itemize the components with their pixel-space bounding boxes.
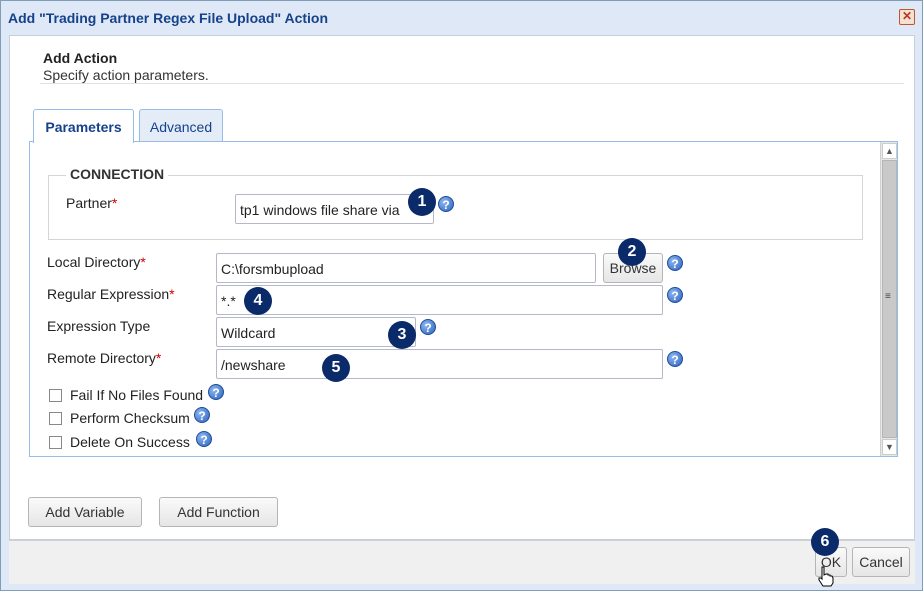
required-marker: * — [155, 350, 162, 366]
grip-icon: ≡ — [885, 291, 891, 302]
required-marker: * — [111, 195, 118, 211]
header-title: Add Action — [43, 50, 118, 66]
help-icon[interactable]: ? — [208, 384, 224, 400]
hand-cursor-icon — [817, 566, 835, 591]
cancel-button[interactable]: Cancel — [852, 547, 910, 577]
local-directory-label: Local Directory* — [47, 254, 146, 270]
tab-parameters[interactable]: Parameters — [33, 109, 134, 143]
fail-if-no-files-checkbox[interactable] — [49, 389, 62, 402]
header-subtitle: Specify action parameters. — [43, 67, 209, 83]
fail-if-no-files-label: Fail If No Files Found — [70, 387, 204, 403]
expression-type-select[interactable]: Wildcard — [216, 317, 416, 347]
required-marker: * — [169, 286, 175, 302]
connection-fieldset — [48, 175, 863, 240]
dialog-content: Add Action Specify action parameters. Pa… — [9, 35, 915, 540]
add-variable-button[interactable]: Add Variable — [28, 497, 142, 527]
callout-badge-1: 1 — [408, 188, 436, 216]
scroll-down-icon[interactable]: ▼ — [882, 439, 897, 455]
help-icon[interactable]: ? — [667, 287, 683, 303]
help-icon[interactable]: ? — [667, 351, 683, 367]
parameters-panel: CONNECTION Partner* tp1 windows file sha… — [29, 141, 898, 457]
partner-label: Partner* — [66, 195, 118, 211]
scroll-up-icon[interactable]: ▲ — [882, 143, 897, 159]
remote-directory-field[interactable]: /newshare — [216, 349, 663, 379]
callout-badge-4: 4 — [244, 287, 272, 315]
add-function-button[interactable]: Add Function — [159, 497, 278, 527]
dialog-titlebar: Add "Trading Partner Regex File Upload" … — [1, 1, 922, 35]
local-directory-field[interactable]: C:\forsmbupload — [216, 253, 596, 283]
perform-checksum-checkbox[interactable] — [49, 412, 62, 425]
callout-badge-6: 6 — [811, 528, 839, 556]
panel-scrollbar[interactable]: ▲ ≡ ▼ — [880, 142, 897, 456]
regular-expression-field[interactable]: *.* — [216, 285, 663, 315]
connection-legend: CONNECTION — [66, 166, 169, 182]
remote-directory-label: Remote Directory* — [47, 350, 162, 366]
perform-checksum-label: Perform Checksum — [70, 410, 190, 426]
expression-type-label: Expression Type — [47, 318, 151, 334]
close-icon[interactable]: ✕ — [899, 9, 915, 25]
tab-advanced[interactable]: Advanced — [139, 109, 223, 142]
help-icon[interactable]: ? — [194, 407, 210, 423]
delete-on-success-checkbox[interactable] — [49, 436, 62, 449]
scroll-thumb[interactable]: ≡ — [882, 160, 897, 438]
partner-field[interactable]: tp1 windows file share via — [235, 194, 434, 224]
help-icon[interactable]: ? — [667, 255, 683, 271]
help-icon[interactable]: ? — [420, 319, 436, 335]
help-icon[interactable]: ? — [438, 196, 454, 212]
delete-on-success-label: Delete On Success — [70, 434, 190, 450]
required-marker: * — [140, 254, 146, 270]
callout-badge-5: 5 — [322, 354, 350, 382]
help-icon[interactable]: ? — [196, 431, 212, 447]
callout-badge-2: 2 — [618, 238, 646, 266]
dialog-title: Add "Trading Partner Regex File Upload" … — [8, 10, 329, 26]
header-divider — [40, 83, 904, 84]
dialog-footer: OK Cancel — [9, 540, 915, 584]
callout-badge-3: 3 — [388, 321, 416, 349]
regular-expression-label: Regular Expression* — [47, 286, 175, 302]
